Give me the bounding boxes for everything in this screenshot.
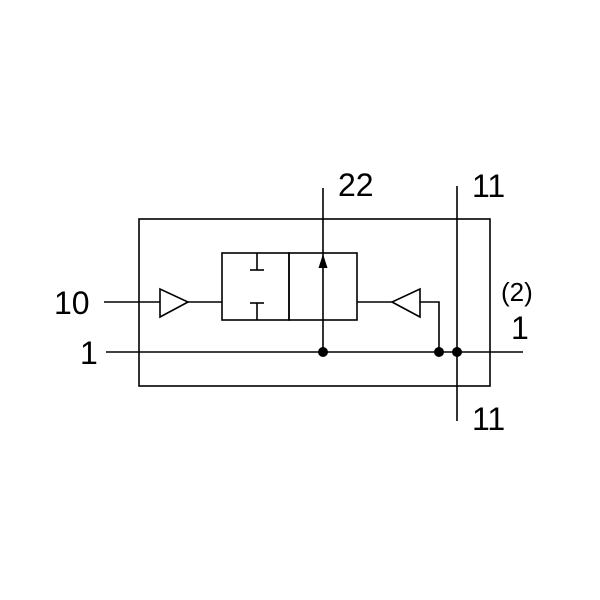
junction-dot-22 <box>318 347 328 357</box>
label-port-22: 22 <box>338 167 374 203</box>
label-port-10: 10 <box>54 285 90 321</box>
label-port-1-left: 1 <box>80 335 98 371</box>
pilot-return-line <box>420 301 440 352</box>
valve-position-left <box>221 252 290 321</box>
junction-dot-11 <box>452 347 462 357</box>
blocked-port-top <box>250 253 264 271</box>
label-port-2-alt: (2) <box>501 277 533 307</box>
blocked-port-bottom <box>250 302 264 320</box>
label-port-11-bottom: 11 <box>472 401 505 437</box>
flow-arrow-icon <box>318 254 328 268</box>
junction-dot-pilot <box>434 347 444 357</box>
pilot-triangle-left-icon <box>159 287 190 319</box>
pilot-triangle-right-icon <box>390 287 421 319</box>
label-port-11-top: 11 <box>472 168 505 204</box>
label-port-1-right: 1 <box>511 310 529 346</box>
